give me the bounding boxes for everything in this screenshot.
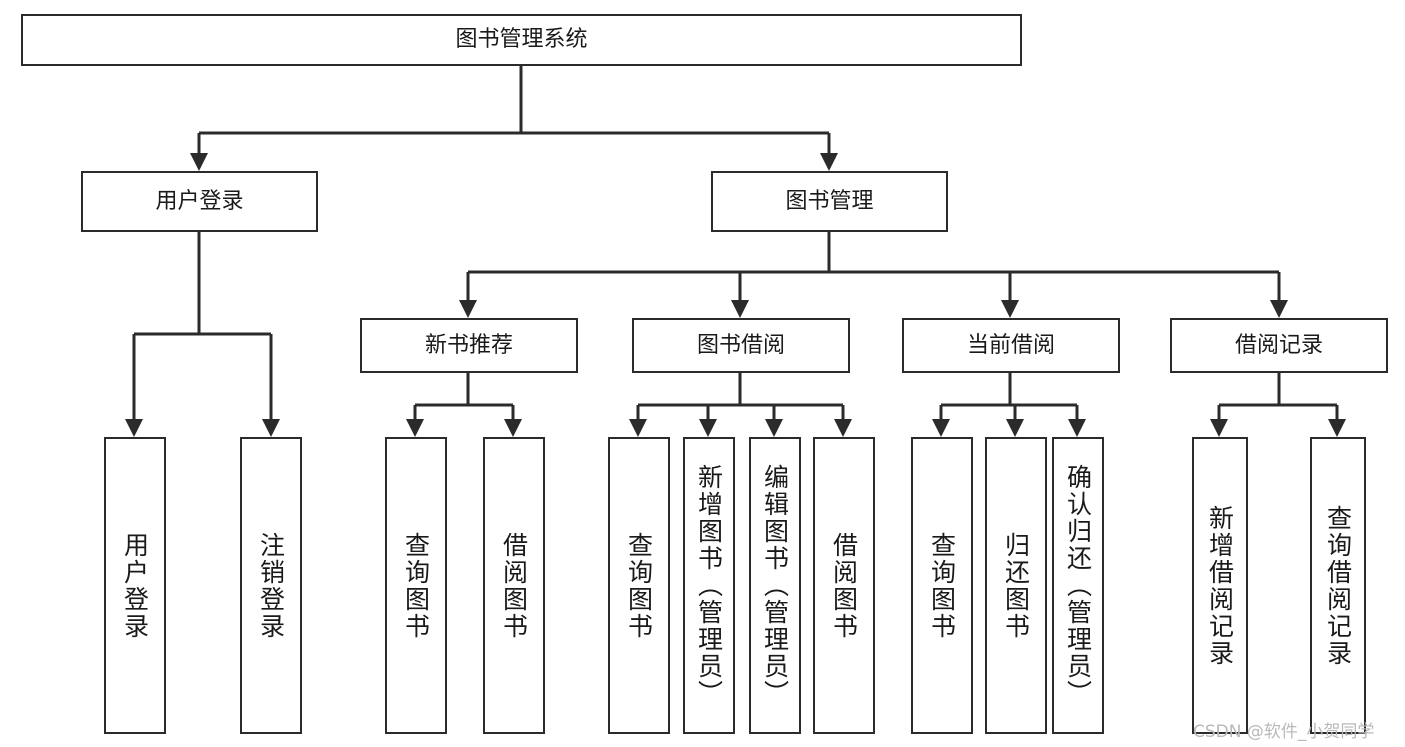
root-drop-0-arrowhead [190,153,208,171]
books-drop-3-arrowhead [1270,300,1288,318]
group-1-drop-2-arrowhead [765,419,783,437]
node-level3-0[interactable]: 新书推荐 [360,318,578,373]
node-label: 查询图书 [401,531,431,640]
group-1-drop-0-arrowhead [629,419,647,437]
node-label: 图书借阅 [696,332,785,358]
node-label: 借阅图书 [499,531,529,640]
node-label: 注销登录 [256,531,286,640]
node-label: 用户登录 [155,188,244,214]
node-root-book-management-system[interactable]: 图书管理系统 [21,14,1022,66]
node-label: 查询图书 [624,531,654,640]
node-leaf-7[interactable]: 借阅图书 [813,437,875,734]
node-leaf-12[interactable]: 查询借阅记录 [1310,437,1366,734]
node-label: 确认归还（管理员） [1063,464,1093,707]
node-label: 当前借阅 [966,332,1055,358]
login-drop-1-arrowhead [262,419,280,437]
group-2-drop-0-arrowhead [932,419,950,437]
node-leaf-2[interactable]: 查询图书 [385,437,447,734]
group-1-drop-3-arrowhead [834,419,852,437]
group-0-drop-0-arrowhead [406,419,424,437]
group-0-drop-1-arrowhead [504,419,522,437]
root-drop-1-arrowhead [820,153,838,171]
books-drop-2-arrowhead [1001,300,1019,318]
books-drop-0-arrowhead [459,300,477,318]
node-label: 用户登录 [120,531,150,640]
node-leaf-4[interactable]: 查询图书 [608,437,670,734]
node-level3-2[interactable]: 当前借阅 [902,318,1120,373]
node-leaf-3[interactable]: 借阅图书 [483,437,545,734]
node-level2-0[interactable]: 用户登录 [81,171,318,232]
node-leaf-9[interactable]: 归还图书 [985,437,1047,734]
group-3-drop-0-arrowhead [1210,419,1228,437]
login-drop-0-arrowhead [125,419,143,437]
node-label: 借阅记录 [1234,332,1323,358]
node-leaf-0[interactable]: 用户登录 [104,437,166,734]
node-leaf-1[interactable]: 注销登录 [240,437,302,734]
node-leaf-10[interactable]: 确认归还（管理员） [1052,437,1104,734]
node-level3-1[interactable]: 图书借阅 [632,318,850,373]
node-leaf-11[interactable]: 新增借阅记录 [1192,437,1248,734]
node-label: 新增图书（管理员） [694,464,724,707]
node-level2-1[interactable]: 图书管理 [711,171,948,232]
node-label: 编辑图书（管理员） [760,464,790,707]
books-drop-1-arrowhead [731,300,749,318]
node-label: 借阅图书 [829,531,859,640]
group-3-drop-1-arrowhead [1328,419,1346,437]
node-label: 查询借阅记录 [1323,504,1353,667]
node-level3-3[interactable]: 借阅记录 [1170,318,1388,373]
node-leaf-6[interactable]: 编辑图书（管理员） [749,437,801,734]
node-leaf-8[interactable]: 查询图书 [911,437,973,734]
group-2-drop-1-arrowhead [1006,419,1024,437]
node-label: 新增借阅记录 [1205,504,1235,667]
node-label: 新书推荐 [424,332,513,358]
node-label: 查询图书 [927,531,957,640]
node-label: 归还图书 [1001,531,1031,640]
node-label: 图书管理 [785,188,874,214]
node-label: 图书管理系统 [455,27,588,53]
watermark-text: CSDN @软件_小贺同学 [1193,722,1375,742]
group-2-drop-2-arrowhead [1068,419,1086,437]
group-1-drop-1-arrowhead [699,419,717,437]
node-leaf-5[interactable]: 新增图书（管理员） [683,437,735,734]
